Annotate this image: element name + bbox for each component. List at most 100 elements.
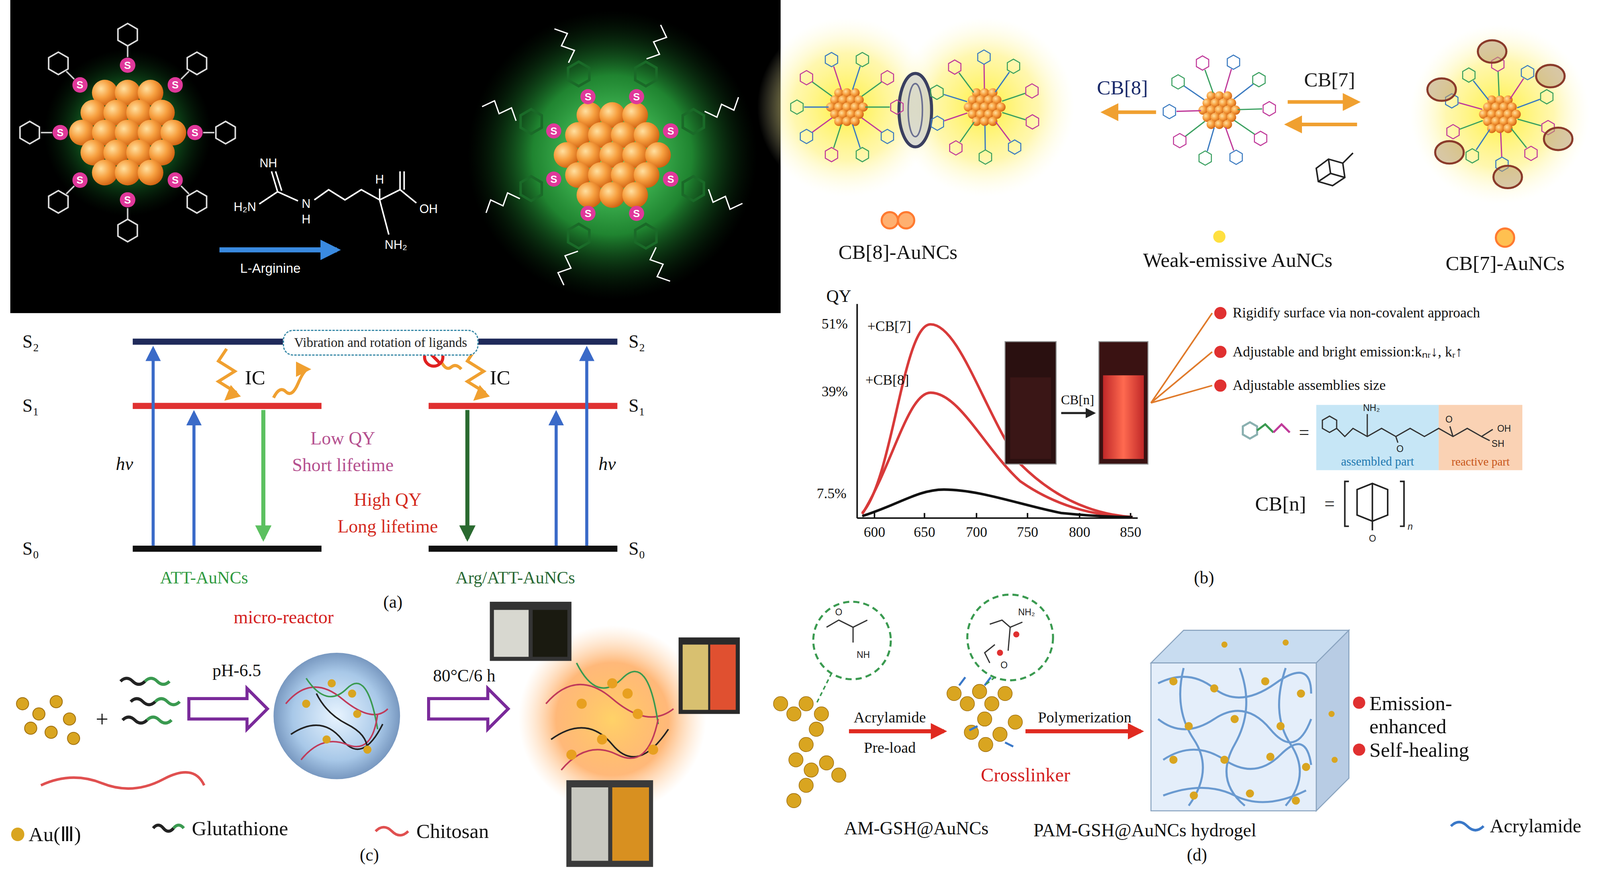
ligand-line [203,131,215,134]
figure-label: 80°C/6 h [433,665,496,686]
dark-panel [10,0,781,314]
polymer-network [1158,668,1312,806]
figure-label: O [835,606,843,618]
ligand-line [865,106,890,108]
cb7-barrel [1543,127,1573,150]
ligand-line [833,66,842,90]
figure-label: +CB[7] [867,318,912,335]
ligand-ring [568,223,590,249]
equilibrium-arrows [1103,101,1357,125]
polymer-mesh [285,678,388,761]
ligand-line [984,125,987,150]
green-glow [43,49,212,217]
figure-label: Self-healing [1369,738,1469,762]
figure-label: H₂N [233,200,257,214]
figure-label: = [1324,493,1335,515]
ligand-line [650,247,671,282]
ligand-line [861,82,882,97]
cb7-barrel [1536,64,1565,88]
gold-cluster [553,102,671,208]
figure-label: S₀ [22,538,40,560]
ligand-line [1176,110,1201,112]
sulfur-atom: S [662,123,679,139]
peptide-structure [1322,414,1493,444]
ligand-ring [635,223,657,249]
sulfur-atom: S [546,123,562,139]
ligand-ring [568,61,590,87]
hollow-arrow [428,688,509,730]
ligand-ring [48,190,69,214]
ligand-line [960,122,975,143]
ligand-ring [890,100,904,115]
ligand-line [66,71,75,80]
sulfur-atom: S [187,125,203,141]
legend-text: Au(Ⅲ) [28,823,82,847]
figure-label: O [1368,533,1377,545]
micro-reactor-sphere [273,652,401,780]
figure-label: PAM-GSH@AuNCs hydrogel [1033,819,1257,842]
acrylamide-bits [958,677,1014,747]
band-fill [1438,405,1523,471]
band-fill [1316,405,1439,471]
ligand-ring [1229,150,1243,165]
figure-label: OH [1497,423,1512,434]
ligand-ring [1227,54,1240,70]
ligand-ring [19,121,40,144]
yellow-glow [1409,24,1590,204]
figure-label: CB[8]-AuNCs [838,240,958,264]
sulfur-atom: S [628,88,644,104]
figure-label: H [375,172,385,187]
ligand-ring [881,129,894,144]
figure-label: NH [856,649,870,661]
ligand-line [1237,109,1263,110]
ligand-ring [977,49,991,65]
vial-photo [489,601,740,868]
sulfur-atom: S [119,192,136,208]
figure-label: ATT-AuNCs [160,567,249,588]
ligand-ring [1025,84,1039,99]
figure-label: 850 [1119,524,1142,541]
sulfur-atom: S [72,77,88,93]
figure-label: Crosslinker [980,764,1071,787]
ligand-ring [215,121,236,144]
figure-label: Rigidify surface via non-covalent approa… [1232,305,1481,322]
ligand-ring [979,149,992,165]
figure-label: Polymerization [1037,708,1132,726]
ligand-ring [187,52,207,75]
legend-text: Glutathione [192,816,289,841]
ligand-line [41,131,53,134]
ligand-line [180,71,189,80]
ligand-line [833,124,842,148]
figure-label: + [95,706,109,733]
ligand-ring [1026,114,1039,130]
figure-label: 700 [965,524,988,541]
green-glow [467,10,757,300]
spectrum-axes [856,303,1138,519]
gold-cluster [963,88,1006,127]
ligand-line [1225,127,1234,151]
figure-label: O [1000,660,1008,671]
ligand-ring [520,176,542,201]
sulfur-atom: S [72,172,88,188]
ligand-ring [1262,101,1276,116]
spectrum-curve [862,324,1133,518]
arginine-structure [259,171,417,235]
ligand-line [554,28,575,63]
ligand-line [852,66,861,90]
sulfur-atom: S [628,205,644,222]
ligand-line [558,251,579,286]
legend-text: Chitosan [416,819,489,844]
ligand-ring [1171,74,1185,90]
adamantane-amine [1316,152,1353,186]
figure-label: AM-GSH@AuNCs [844,817,989,840]
ligand-ring [1540,89,1553,104]
ligand-ring [790,100,804,115]
ligand-line [1517,119,1542,126]
ligand-line [983,64,985,89]
sulfur-atom: S [167,77,183,93]
legend-text: Acrylamide [1489,815,1582,838]
ligand-ring [949,140,963,155]
gold-cluster [1478,95,1521,134]
ligand-line [995,121,1011,142]
